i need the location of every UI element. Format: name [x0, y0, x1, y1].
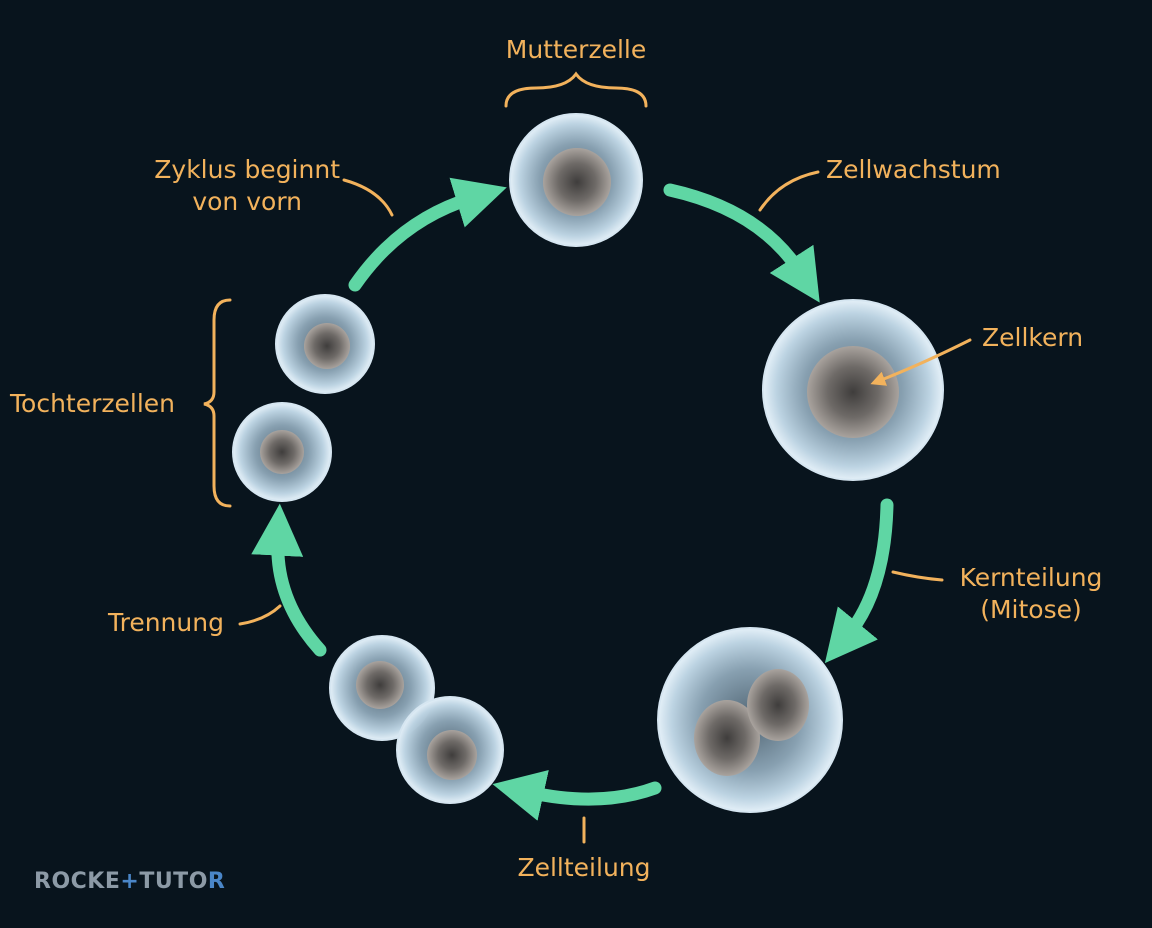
arrow-growth	[663, 183, 820, 303]
annotation-lines	[203, 71, 972, 844]
mother-cell-brace	[504, 71, 648, 108]
label-cycle-restart-line2: von vorn	[192, 187, 302, 216]
daughter-cell-bottom	[232, 402, 332, 502]
label-nuclear-division: Kernteilung (Mitose)	[946, 562, 1116, 626]
cytokinesis-cell	[329, 635, 504, 804]
arrow-restart	[348, 177, 507, 292]
label-nucleus: Zellkern	[982, 323, 1084, 352]
dividing-nucleus-left	[694, 700, 760, 776]
label-cell-division: Zellteilung	[517, 853, 651, 882]
label-nuclear-division-line1: Kernteilung	[959, 563, 1103, 592]
arrow-mitosis	[824, 498, 894, 664]
grown-cell	[762, 299, 944, 481]
logo-plus: +	[120, 869, 140, 894]
cycle-arrows	[251, 177, 894, 821]
logo-part1: ROCKE	[34, 869, 121, 894]
label-separation: Trennung	[108, 608, 224, 637]
logo-part3: R	[207, 869, 226, 894]
cytokinesis-nucleus-2	[427, 730, 477, 780]
arrow-separation	[251, 503, 327, 657]
daughter-cell-top	[275, 294, 375, 394]
restart-leader	[342, 178, 394, 217]
mitosis-leader	[891, 570, 944, 582]
daughter-cells-brace	[203, 298, 232, 508]
label-cycle-restart: Zyklus beginnt von vorn	[120, 154, 340, 218]
logo-part2: TUTO	[139, 869, 208, 894]
cytokinesis-nucleus-1	[356, 661, 404, 709]
label-mother-cell: Mutterzelle	[505, 35, 647, 64]
mother-cell	[509, 113, 643, 247]
mother-cell-nucleus	[543, 148, 611, 216]
label-cycle-restart-line1: Zyklus beginnt	[154, 155, 340, 184]
brand-logo: ROCKE+TUTOR	[34, 869, 225, 894]
grown-cell-nucleus	[807, 346, 899, 438]
growth-leader	[758, 170, 820, 212]
nucleus-pointer	[870, 338, 972, 386]
arrow-cytokinesis	[492, 769, 662, 821]
label-daughter-cells: Tochterzellen	[10, 389, 175, 418]
dividing-nucleus-right	[747, 669, 809, 741]
separation-leader	[238, 604, 282, 626]
label-nuclear-division-line2: (Mitose)	[980, 595, 1082, 624]
label-cell-growth: Zellwachstum	[826, 155, 1001, 184]
mitosis-cell	[657, 627, 843, 813]
